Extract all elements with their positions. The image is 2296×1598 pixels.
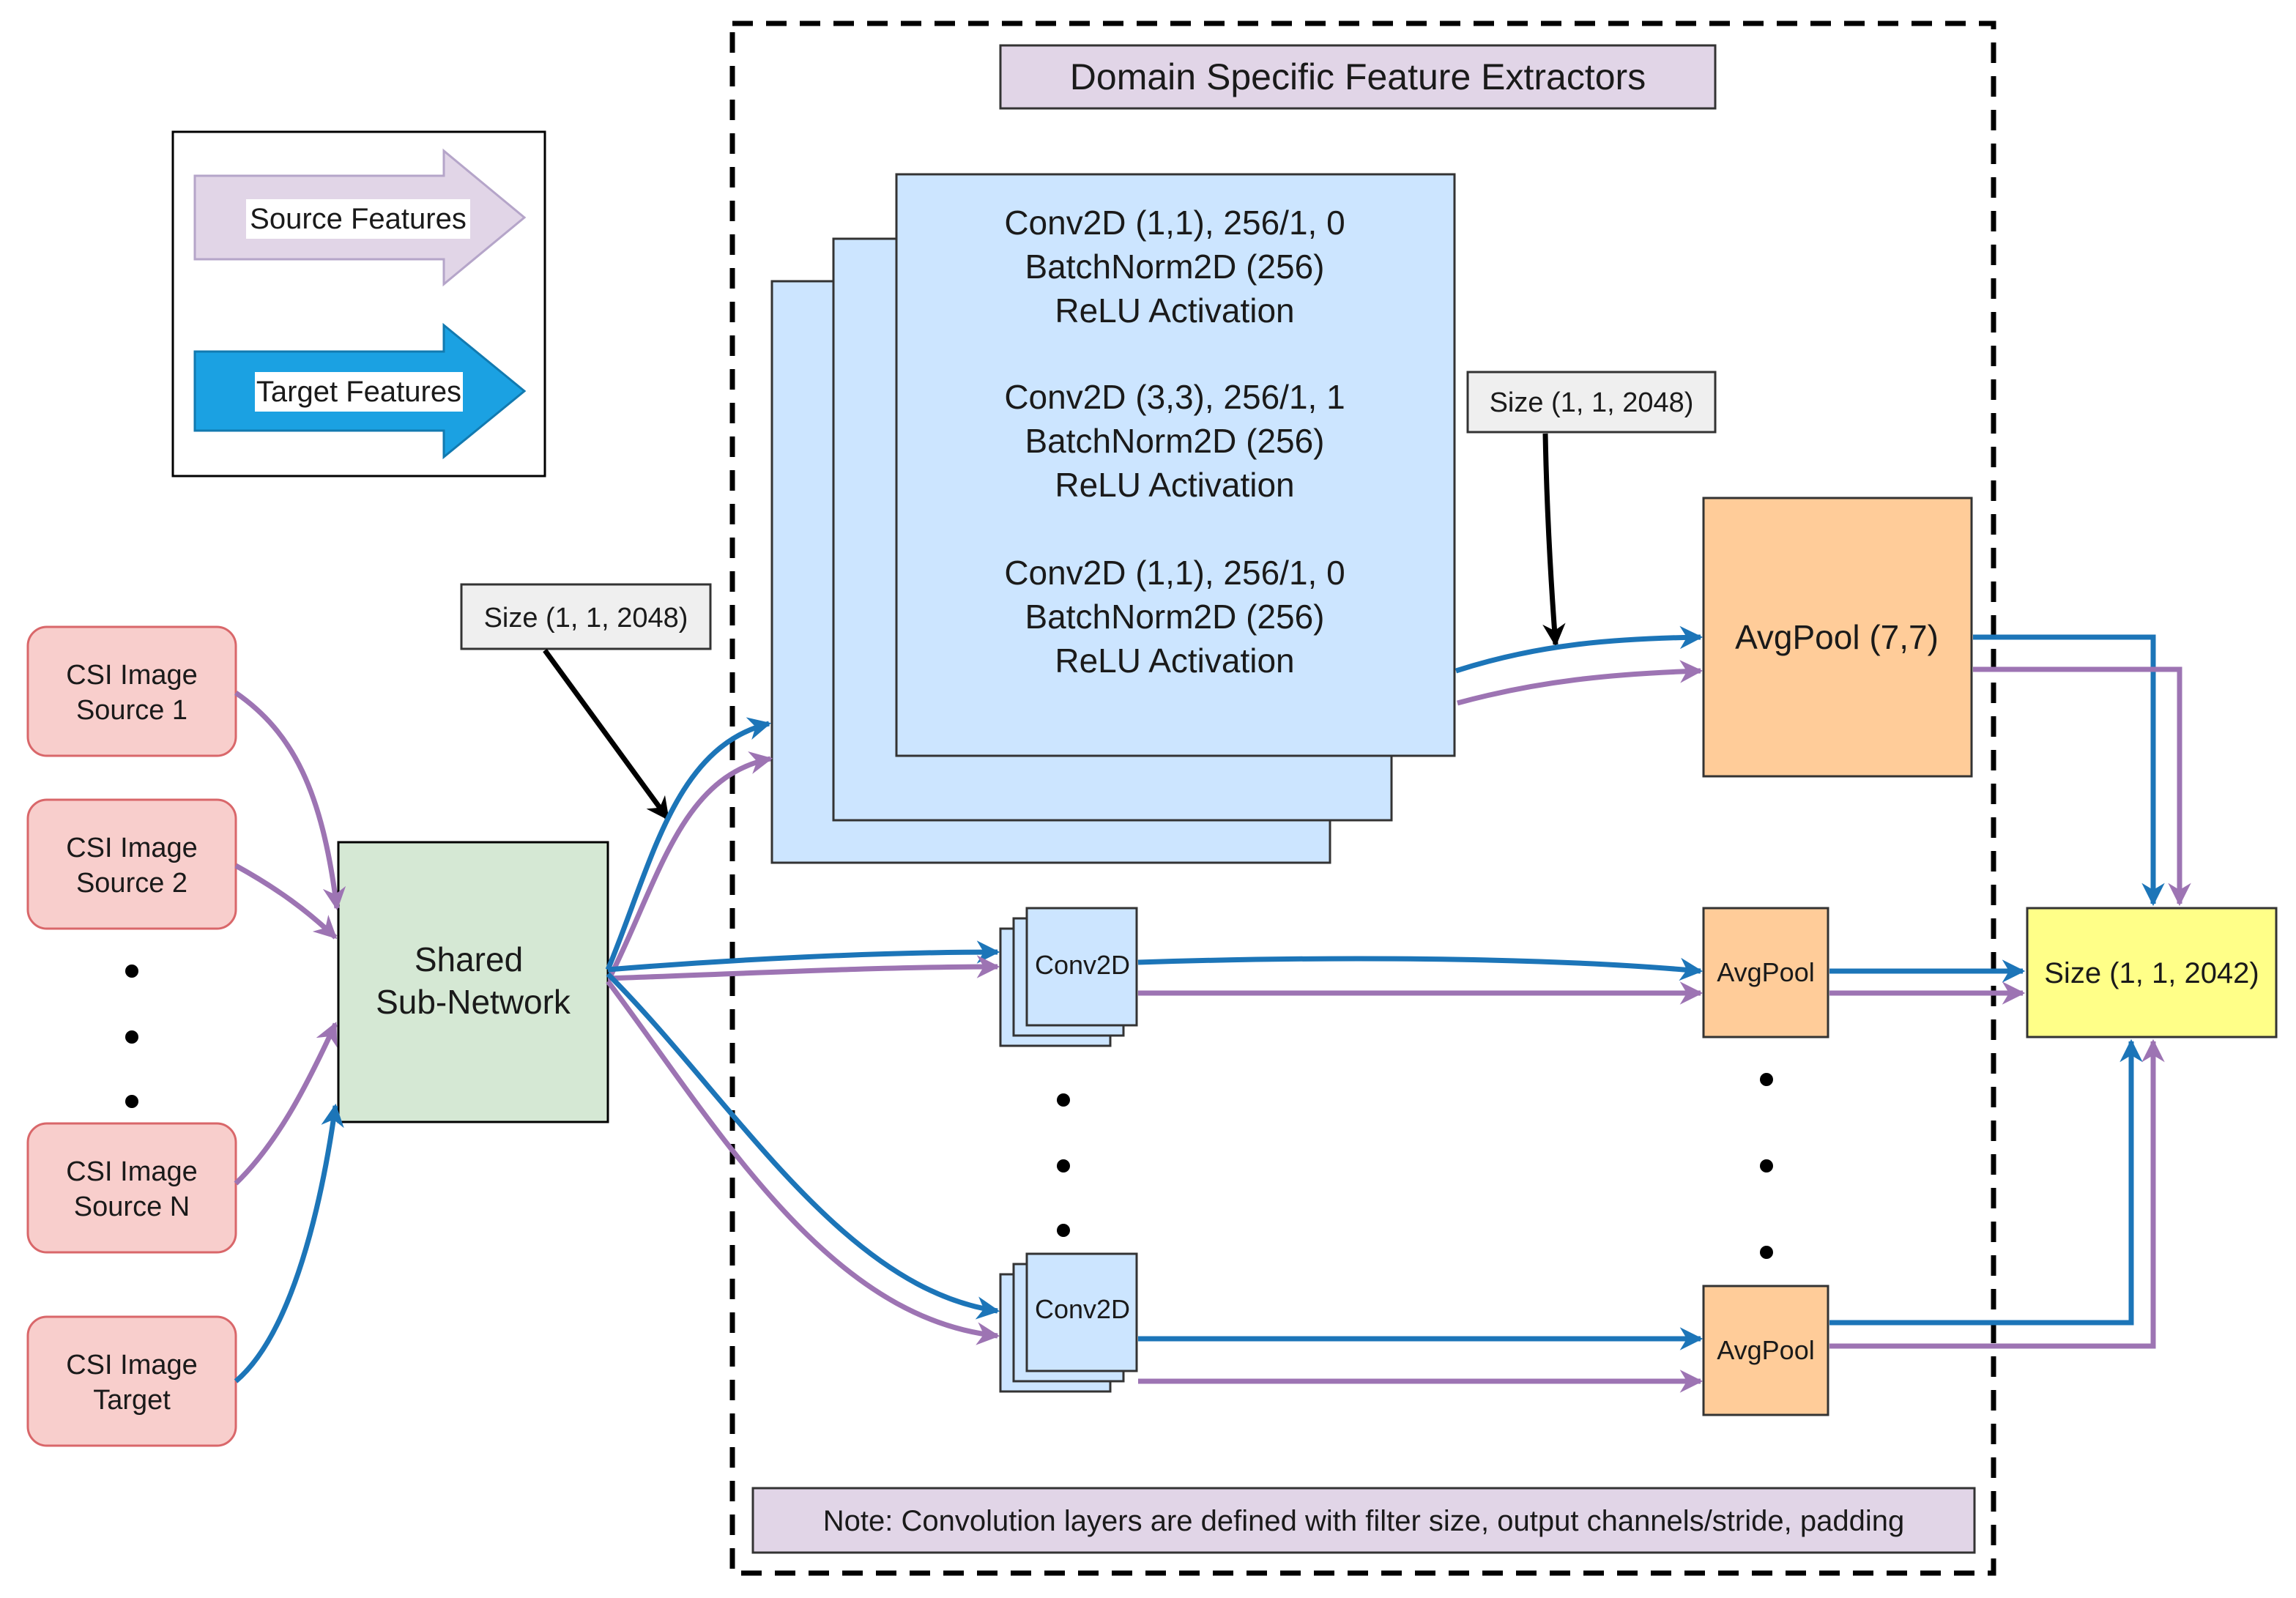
size-label-extractor-text: Size (1, 1, 2048) [1490, 387, 1694, 418]
input-target-line2: Target [93, 1385, 171, 1416]
input-target-line1: CSI Image [66, 1350, 198, 1380]
conv-line-8: BatchNorm2D (256) [1025, 598, 1324, 636]
avgpool-large: AvgPool (7,7) [1702, 497, 1973, 778]
avgpool-large-label: AvgPool (7,7) [1735, 618, 1939, 656]
arrow-shared-to-convtop-source [607, 955, 1000, 981]
arrow-source1-to-shared [234, 691, 346, 911]
arrow-convtop-to-avgpool-target [1137, 956, 1704, 981]
arrow-shared-to-convblock-source [608, 751, 773, 977]
conv-small-top: Conv2D [999, 907, 1138, 1047]
conv-small-bottom-label: Conv2D [1035, 1294, 1130, 1324]
extractor-container [729, 21, 1996, 1576]
diagram-title: Domain Specific Feature Extractors [1070, 56, 1646, 97]
legend: Source Features Target Features [171, 130, 546, 477]
input-target: CSI Image Target [26, 1315, 237, 1447]
conv-small-bottom: Conv2D [999, 1252, 1138, 1393]
shared-line1: Shared [415, 940, 523, 978]
input-source-1-line2: Source 1 [76, 695, 187, 726]
arrow-source2-to-shared [234, 863, 338, 940]
arrow-avgpool-large-to-output-source [1973, 666, 2191, 907]
note-box: Note: Convolution layers are defined wit… [751, 1487, 1976, 1554]
conv-line-4: Conv2D (3,3), 256/1, 1 [1004, 378, 1345, 416]
avgpool-small-bottom-label: AvgPool [1717, 1335, 1814, 1365]
conv-block-stack: Conv2D (1,1), 256/1, 0 BatchNorm2D (256)… [770, 173, 1456, 864]
arrow-avgpool-large-to-output-target [1973, 634, 2165, 907]
arrow-convblock-to-avgpool-source [1457, 660, 1704, 706]
arrow-avgpool-bottom-to-output-source [1829, 1038, 2165, 1349]
pointer-extractor-size [1542, 433, 1566, 647]
output-size-label: Size (1, 1, 2042) [2044, 957, 2259, 989]
size-label-shared-text: Size (1, 1, 2048) [484, 603, 688, 633]
output-box: Size (1, 1, 2042) [2026, 907, 2278, 1038]
legend-target-label: Target Features [256, 376, 461, 408]
conv-line-5: BatchNorm2D (256) [1025, 422, 1324, 460]
avgpool-small-bottom: AvgPool [1702, 1285, 1829, 1416]
arrow-target-to-shared [234, 1103, 344, 1383]
conv-line-2: BatchNorm2D (256) [1025, 248, 1324, 286]
conv-line-9: ReLU Activation [1055, 642, 1294, 680]
input-source-2-line1: CSI Image [66, 833, 198, 863]
note-text: Note: Convolution layers are defined wit… [823, 1505, 1904, 1537]
arrow-avgpool-bottom-to-output-target [1829, 1038, 2143, 1326]
arrow-convblock-to-avgpool-target [1454, 625, 1704, 674]
shared-line2: Sub-Network [376, 983, 571, 1021]
input-source-n: CSI Image Source N [26, 1122, 237, 1254]
avgpool-small-top: AvgPool [1702, 907, 1829, 1038]
arrow-shared-to-convtop-target [607, 940, 1000, 973]
legend-source-label: Source Features [250, 203, 467, 235]
arrow-shared-to-convblock-target [605, 717, 772, 971]
conv-ellipsis [1057, 1093, 1070, 1237]
input-source-n-line1: CSI Image [66, 1156, 198, 1187]
conv-line-3: ReLU Activation [1055, 291, 1294, 330]
arrow-shared-to-convbottom-source [606, 979, 1000, 1345]
conv-line-6: ReLU Activation [1055, 466, 1294, 504]
size-label-shared: Size (1, 1, 2048) [460, 583, 712, 650]
avgpool-small-top-label: AvgPool [1717, 957, 1814, 987]
shared-subnetwork: Shared Sub-Network [337, 841, 609, 1123]
title-box: Domain Specific Feature Extractors [999, 44, 1717, 110]
input-source-1: CSI Image Source 1 [26, 625, 237, 757]
size-label-extractor: Size (1, 1, 2048) [1466, 371, 1717, 434]
avgpool-ellipsis [1760, 1073, 1773, 1259]
pointer-shared-size [543, 648, 670, 821]
conv-small-top-label: Conv2D [1035, 950, 1130, 980]
input-source-n-line2: Source N [74, 1192, 190, 1222]
input-source-2: CSI Image Source 2 [26, 798, 237, 930]
input-source-1-line1: CSI Image [66, 660, 198, 691]
input-ellipsis [125, 965, 138, 1108]
input-source-2-line2: Source 2 [76, 868, 187, 899]
arrow-sourceN-to-shared [234, 1022, 338, 1186]
conv-line-7: Conv2D (1,1), 256/1, 0 [1004, 554, 1345, 592]
conv-line-1: Conv2D (1,1), 256/1, 0 [1004, 204, 1345, 242]
arrow-shared-to-convbottom-target [606, 972, 1000, 1320]
